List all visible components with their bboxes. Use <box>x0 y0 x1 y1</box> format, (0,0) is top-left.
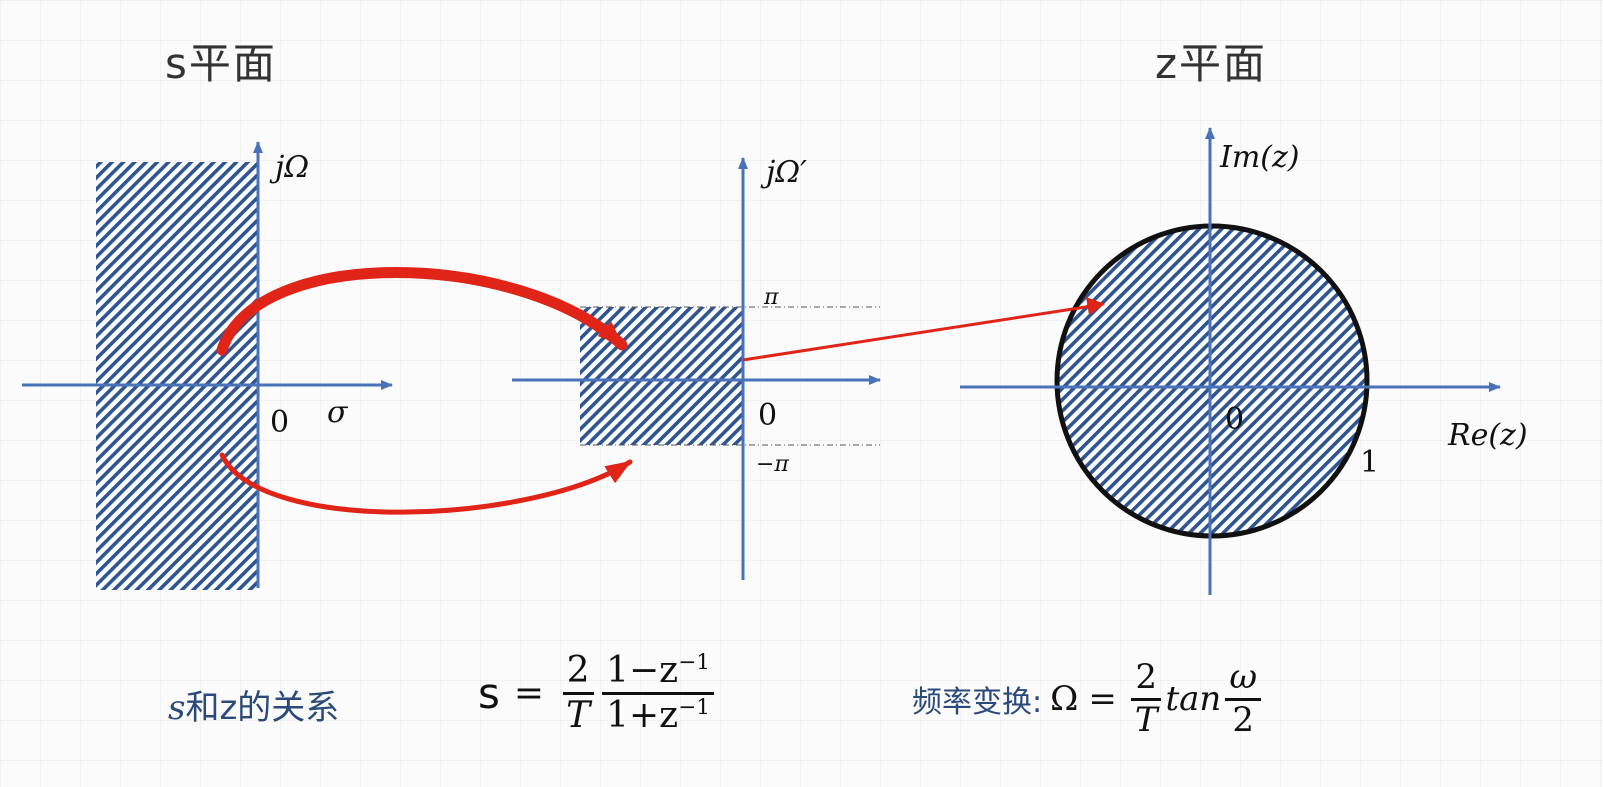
z-plane-title: z平面 <box>1155 39 1268 88</box>
strip-neg-pi-label: −π <box>756 452 789 477</box>
s-plane-sigma-label: σ <box>327 395 348 430</box>
relation-num-exponent: −1 <box>678 650 710 675</box>
relation-frac-num: 1−z <box>606 650 679 691</box>
freq-arg-num: ω <box>1225 659 1262 701</box>
z-plane-real-label: Re(z) <box>1448 418 1528 453</box>
relation-coef-num: 2 <box>562 652 594 695</box>
freq-coef-num: 2 <box>1131 659 1161 701</box>
freq-lhs: Ω <box>1050 679 1079 720</box>
freq-arg-den: 2 <box>1232 699 1255 740</box>
unit-circle <box>1054 223 1370 539</box>
relation-fraction: 1−z−1 1+z−1 <box>602 650 714 736</box>
s-plane-left-half-region <box>96 162 258 590</box>
relation-eq: = <box>513 672 545 714</box>
z-plane-unit-label: 1 <box>1360 445 1380 480</box>
upper-mapping-arrow <box>216 267 628 356</box>
z-plane-imag-label: Im(z) <box>1220 140 1300 175</box>
lower-mapping-arrow <box>219 452 633 515</box>
relation-label-text: 和z的关系 <box>185 688 340 728</box>
s-plane-title: s平面 <box>165 39 277 88</box>
relation-formula: s = 2 T 1−z−1 1+z−1 <box>478 650 718 736</box>
s-plane-origin-label: 0 <box>270 405 290 440</box>
s-plane-jomega-label: jΩ <box>275 150 310 185</box>
relation-lhs: s <box>478 668 500 718</box>
strip-to-disk-arrow <box>742 304 1093 362</box>
strip-pi-label: π <box>764 285 779 310</box>
freq-argument: ω 2 <box>1225 659 1262 740</box>
freq-coefficient: 2 T <box>1131 659 1162 740</box>
unit-disk-region <box>1057 226 1367 536</box>
strip-origin-label: 0 <box>758 398 778 433</box>
freq-label: 频率变换: <box>912 685 1043 721</box>
relation-coef-den: T <box>566 694 591 736</box>
freq-formula: 频率变换: Ω = 2 T tan ω 2 <box>912 659 1265 740</box>
z-plane-origin-label: 0 <box>1225 402 1245 437</box>
strip-to-disk-arrowhead <box>1086 297 1105 315</box>
freq-func: tan <box>1165 679 1222 720</box>
relation-coefficient: 2 T <box>562 652 594 735</box>
freq-coef-den: T <box>1134 699 1158 740</box>
freq-eq: = <box>1088 679 1117 720</box>
relation-den-exponent: −1 <box>678 694 710 720</box>
relation-frac-den: 1+z <box>606 694 679 736</box>
relation-label: s和z的关系 <box>168 680 339 729</box>
relation-label-s: s <box>168 688 186 728</box>
strip-jomega-prime-label: jΩ′ <box>766 155 807 190</box>
